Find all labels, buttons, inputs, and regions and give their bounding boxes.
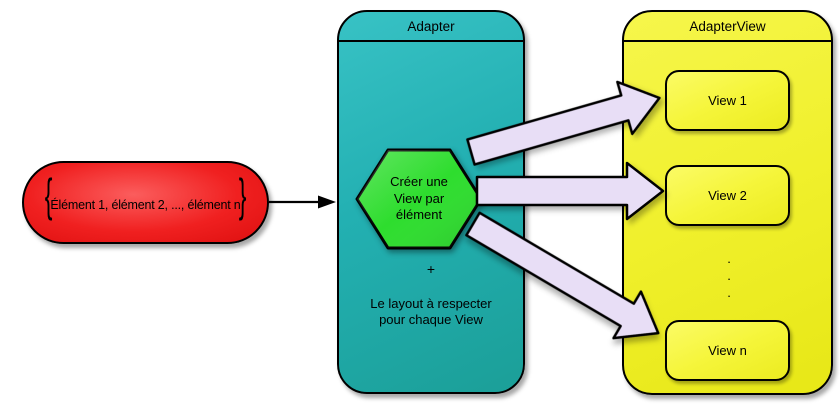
adapterview-box: AdapterView View 1 View 2 . . . View n xyxy=(622,10,833,395)
hexagon-shape xyxy=(355,148,483,250)
view-n-label: View n xyxy=(708,343,747,358)
elements-list-label: {Élément 1, élément 2, ..., élément n} xyxy=(45,169,246,221)
view-2-box: View 2 xyxy=(665,165,790,226)
adapterview-header: AdapterView xyxy=(624,12,831,42)
connector-arrow xyxy=(269,195,336,209)
adapter-box: Adapter Créer une View par élément + Le … xyxy=(337,10,525,394)
create-view-hexagon: Créer une View par élément xyxy=(354,147,484,251)
adapter-header: Adapter xyxy=(339,12,523,42)
elements-list-node: {Élément 1, élément 2, ..., élément n} xyxy=(22,161,269,244)
view-1-label: View 1 xyxy=(708,93,747,108)
view-1-box: View 1 xyxy=(665,70,790,131)
adapter-title: Adapter xyxy=(407,18,455,34)
view-2-label: View 2 xyxy=(708,188,747,203)
adapterview-title: AdapterView xyxy=(689,18,766,34)
ellipsis: . . . xyxy=(727,251,731,300)
hexagon-shine xyxy=(357,150,481,248)
plus-sign: + xyxy=(426,261,436,277)
layout-note: Le layout à respecter pour chaque View xyxy=(370,296,492,327)
elements-list-text: Élément 1, élément 2, ..., élément n xyxy=(50,198,241,212)
hexagon-label: Créer une View par élément xyxy=(390,174,448,223)
view-n-box: View n xyxy=(665,320,790,381)
